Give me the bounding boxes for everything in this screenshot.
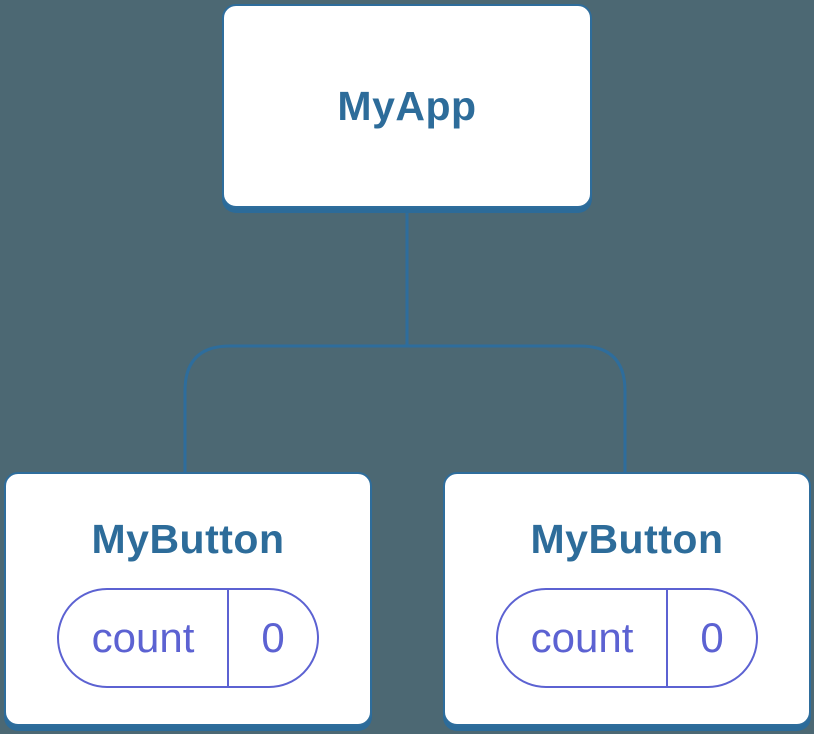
state-pill: count 0 (496, 588, 758, 688)
root-node-title: MyApp (337, 82, 477, 129)
child-node-title: MyButton (91, 516, 285, 562)
child-node-right: MyButton count 0 (443, 472, 811, 726)
state-key: count (59, 590, 229, 686)
state-value: 0 (261, 614, 285, 661)
branch-connector (183, 344, 627, 473)
state-pill: count 0 (57, 588, 319, 688)
state-key: count (498, 590, 668, 686)
child-node-title: MyButton (530, 516, 724, 562)
root-node: MyApp (222, 4, 592, 208)
state-value: 0 (700, 614, 724, 661)
child-node-left: MyButton count 0 (4, 472, 372, 726)
